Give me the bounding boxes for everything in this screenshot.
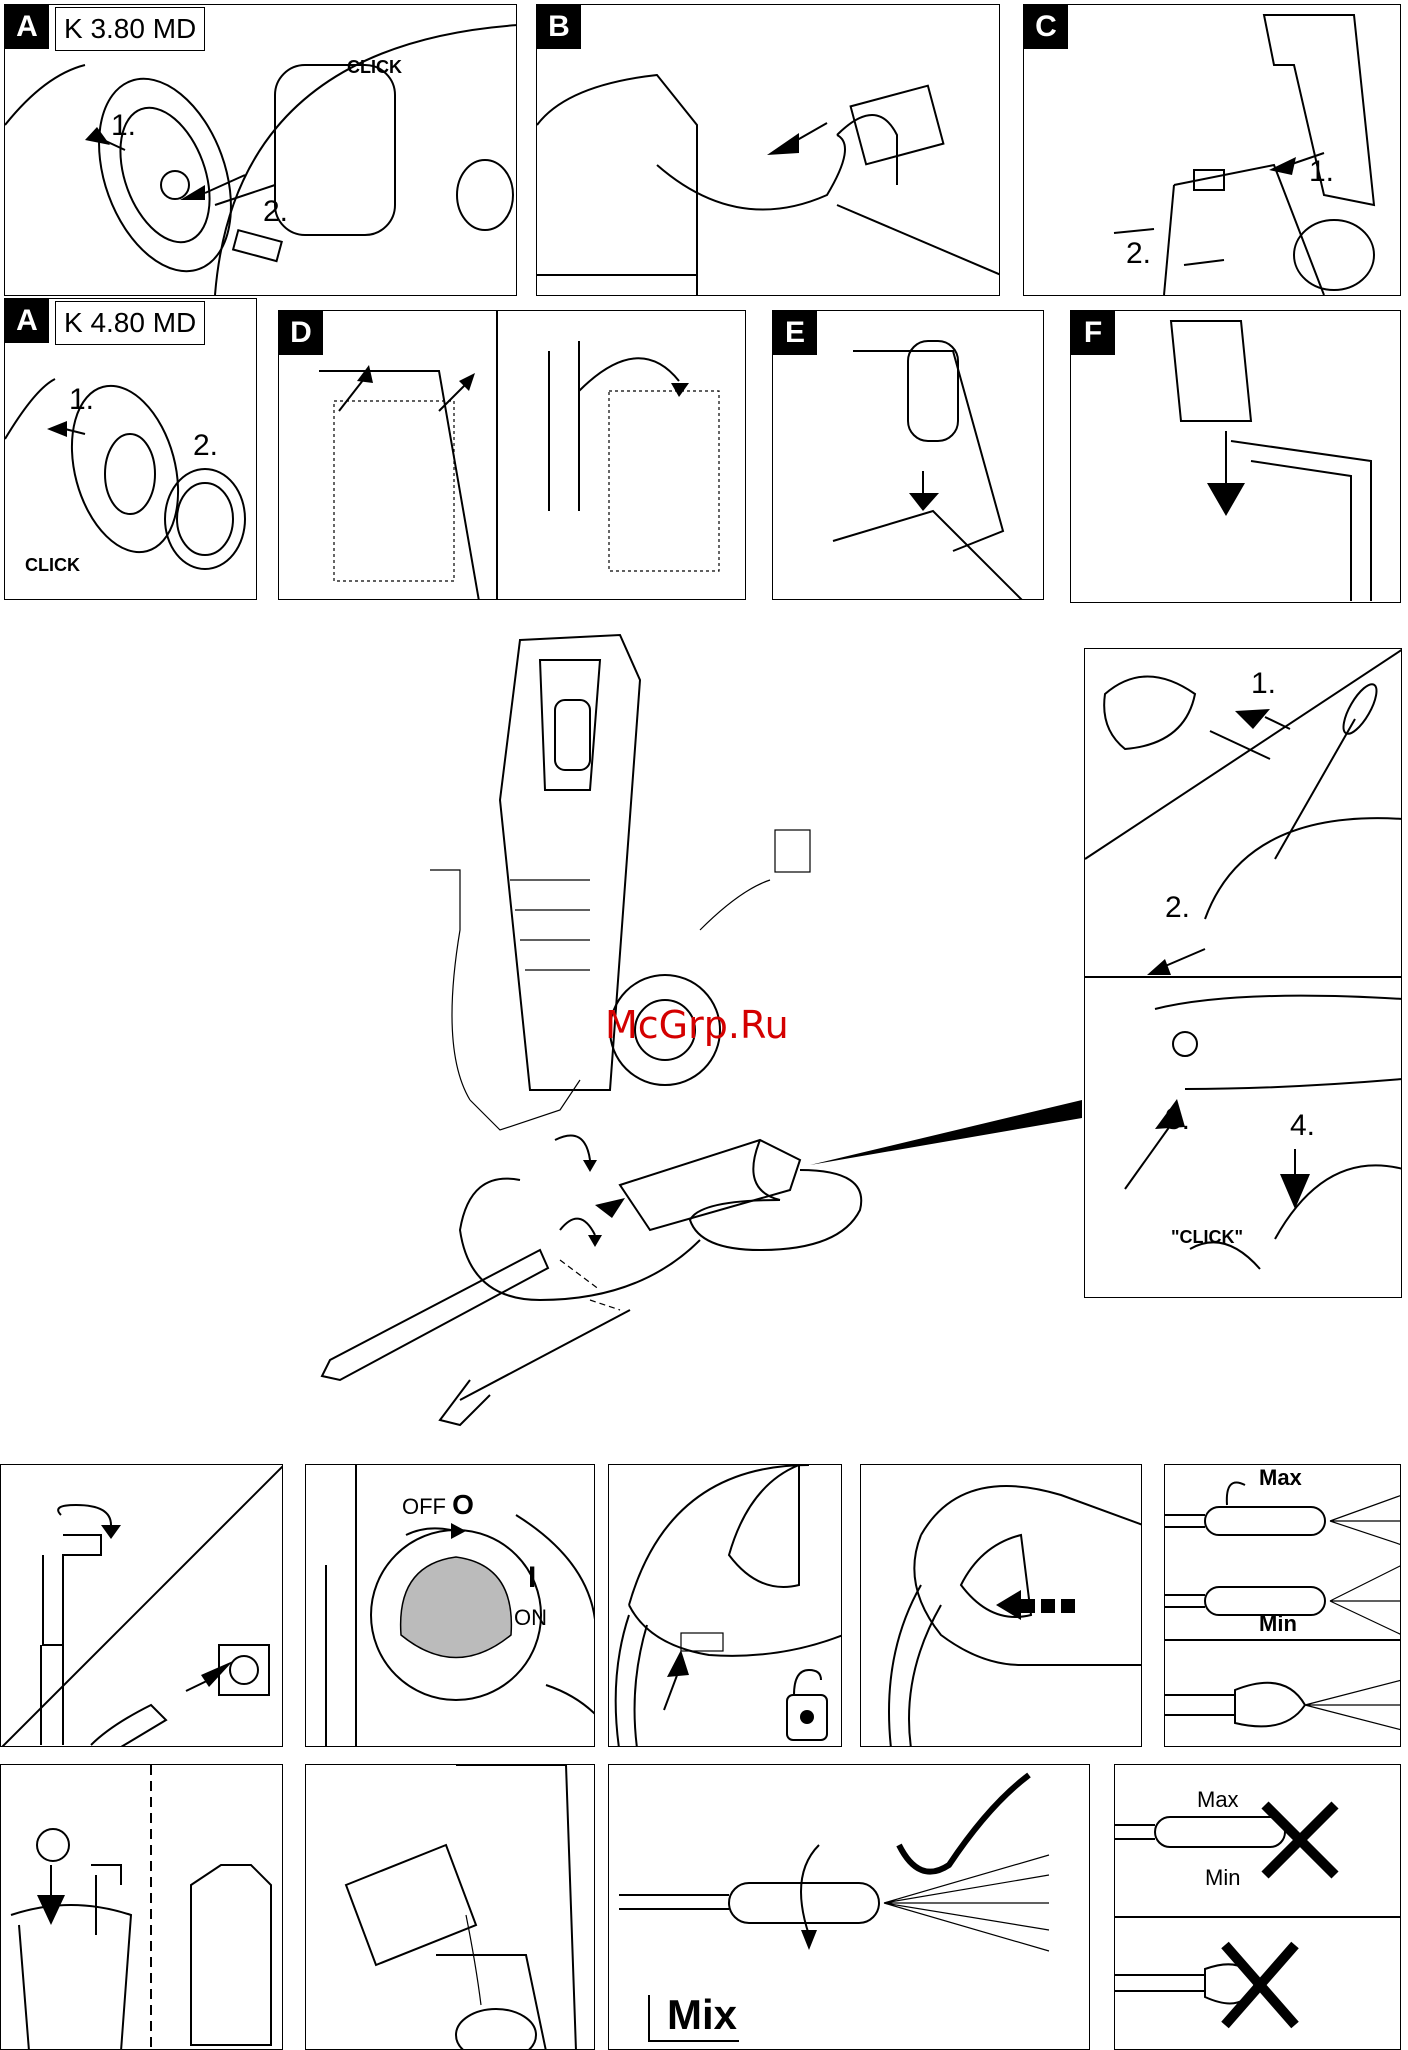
panel-mix: Mix	[608, 1764, 1090, 2050]
gun-assembly-illustration	[1085, 649, 1402, 1298]
max-label: Max	[1259, 1465, 1302, 1491]
panel-pressure-adjust: Max Min	[1164, 1464, 1401, 1747]
detergent-illustration	[1, 1765, 283, 2050]
panel-press-trigger	[860, 1464, 1142, 1747]
off-symbol: O	[452, 1489, 474, 1520]
on-label: ON	[514, 1605, 547, 1631]
max-label: Max	[1197, 1787, 1239, 1813]
panel-power-switch: OFF O I ON	[305, 1464, 595, 1747]
panel-water-power	[0, 1464, 283, 1747]
watermark: McGrp.Ru	[605, 1003, 789, 1047]
pour-illustration	[306, 1765, 595, 2050]
panel-detergent-prep	[0, 1764, 283, 2050]
step-4-label: 4.	[1290, 1109, 1315, 1143]
click-label: "CLICK"	[1171, 1227, 1243, 1248]
trigger-illustration	[861, 1465, 1142, 1747]
panel-nozzle-wrong: Max Min	[1114, 1764, 1401, 2050]
off-text: OFF	[402, 1494, 446, 1519]
min-label: Min	[1259, 1611, 1297, 1637]
step-3-label: 3.	[1165, 1103, 1190, 1137]
panel-gun-assembly: 1. 2. 3. 4. "CLICK"	[1084, 648, 1402, 1298]
pressure-illustration	[1165, 1465, 1401, 1747]
min-label: Min	[1205, 1865, 1240, 1891]
off-label: OFF O	[402, 1489, 474, 1521]
step-1-label: 1.	[1251, 667, 1276, 701]
tap-plug-illustration	[1, 1465, 283, 1747]
panel-pour-detergent	[305, 1764, 595, 2050]
panel-unlock-trigger	[608, 1464, 842, 1747]
on-symbol: I	[528, 1561, 536, 1595]
mix-label: Mix	[667, 1991, 737, 2039]
wrong-nozzle-illustration	[1115, 1765, 1401, 2050]
step-2-label: 2.	[1165, 891, 1190, 925]
unlock-illustration	[609, 1465, 842, 1747]
